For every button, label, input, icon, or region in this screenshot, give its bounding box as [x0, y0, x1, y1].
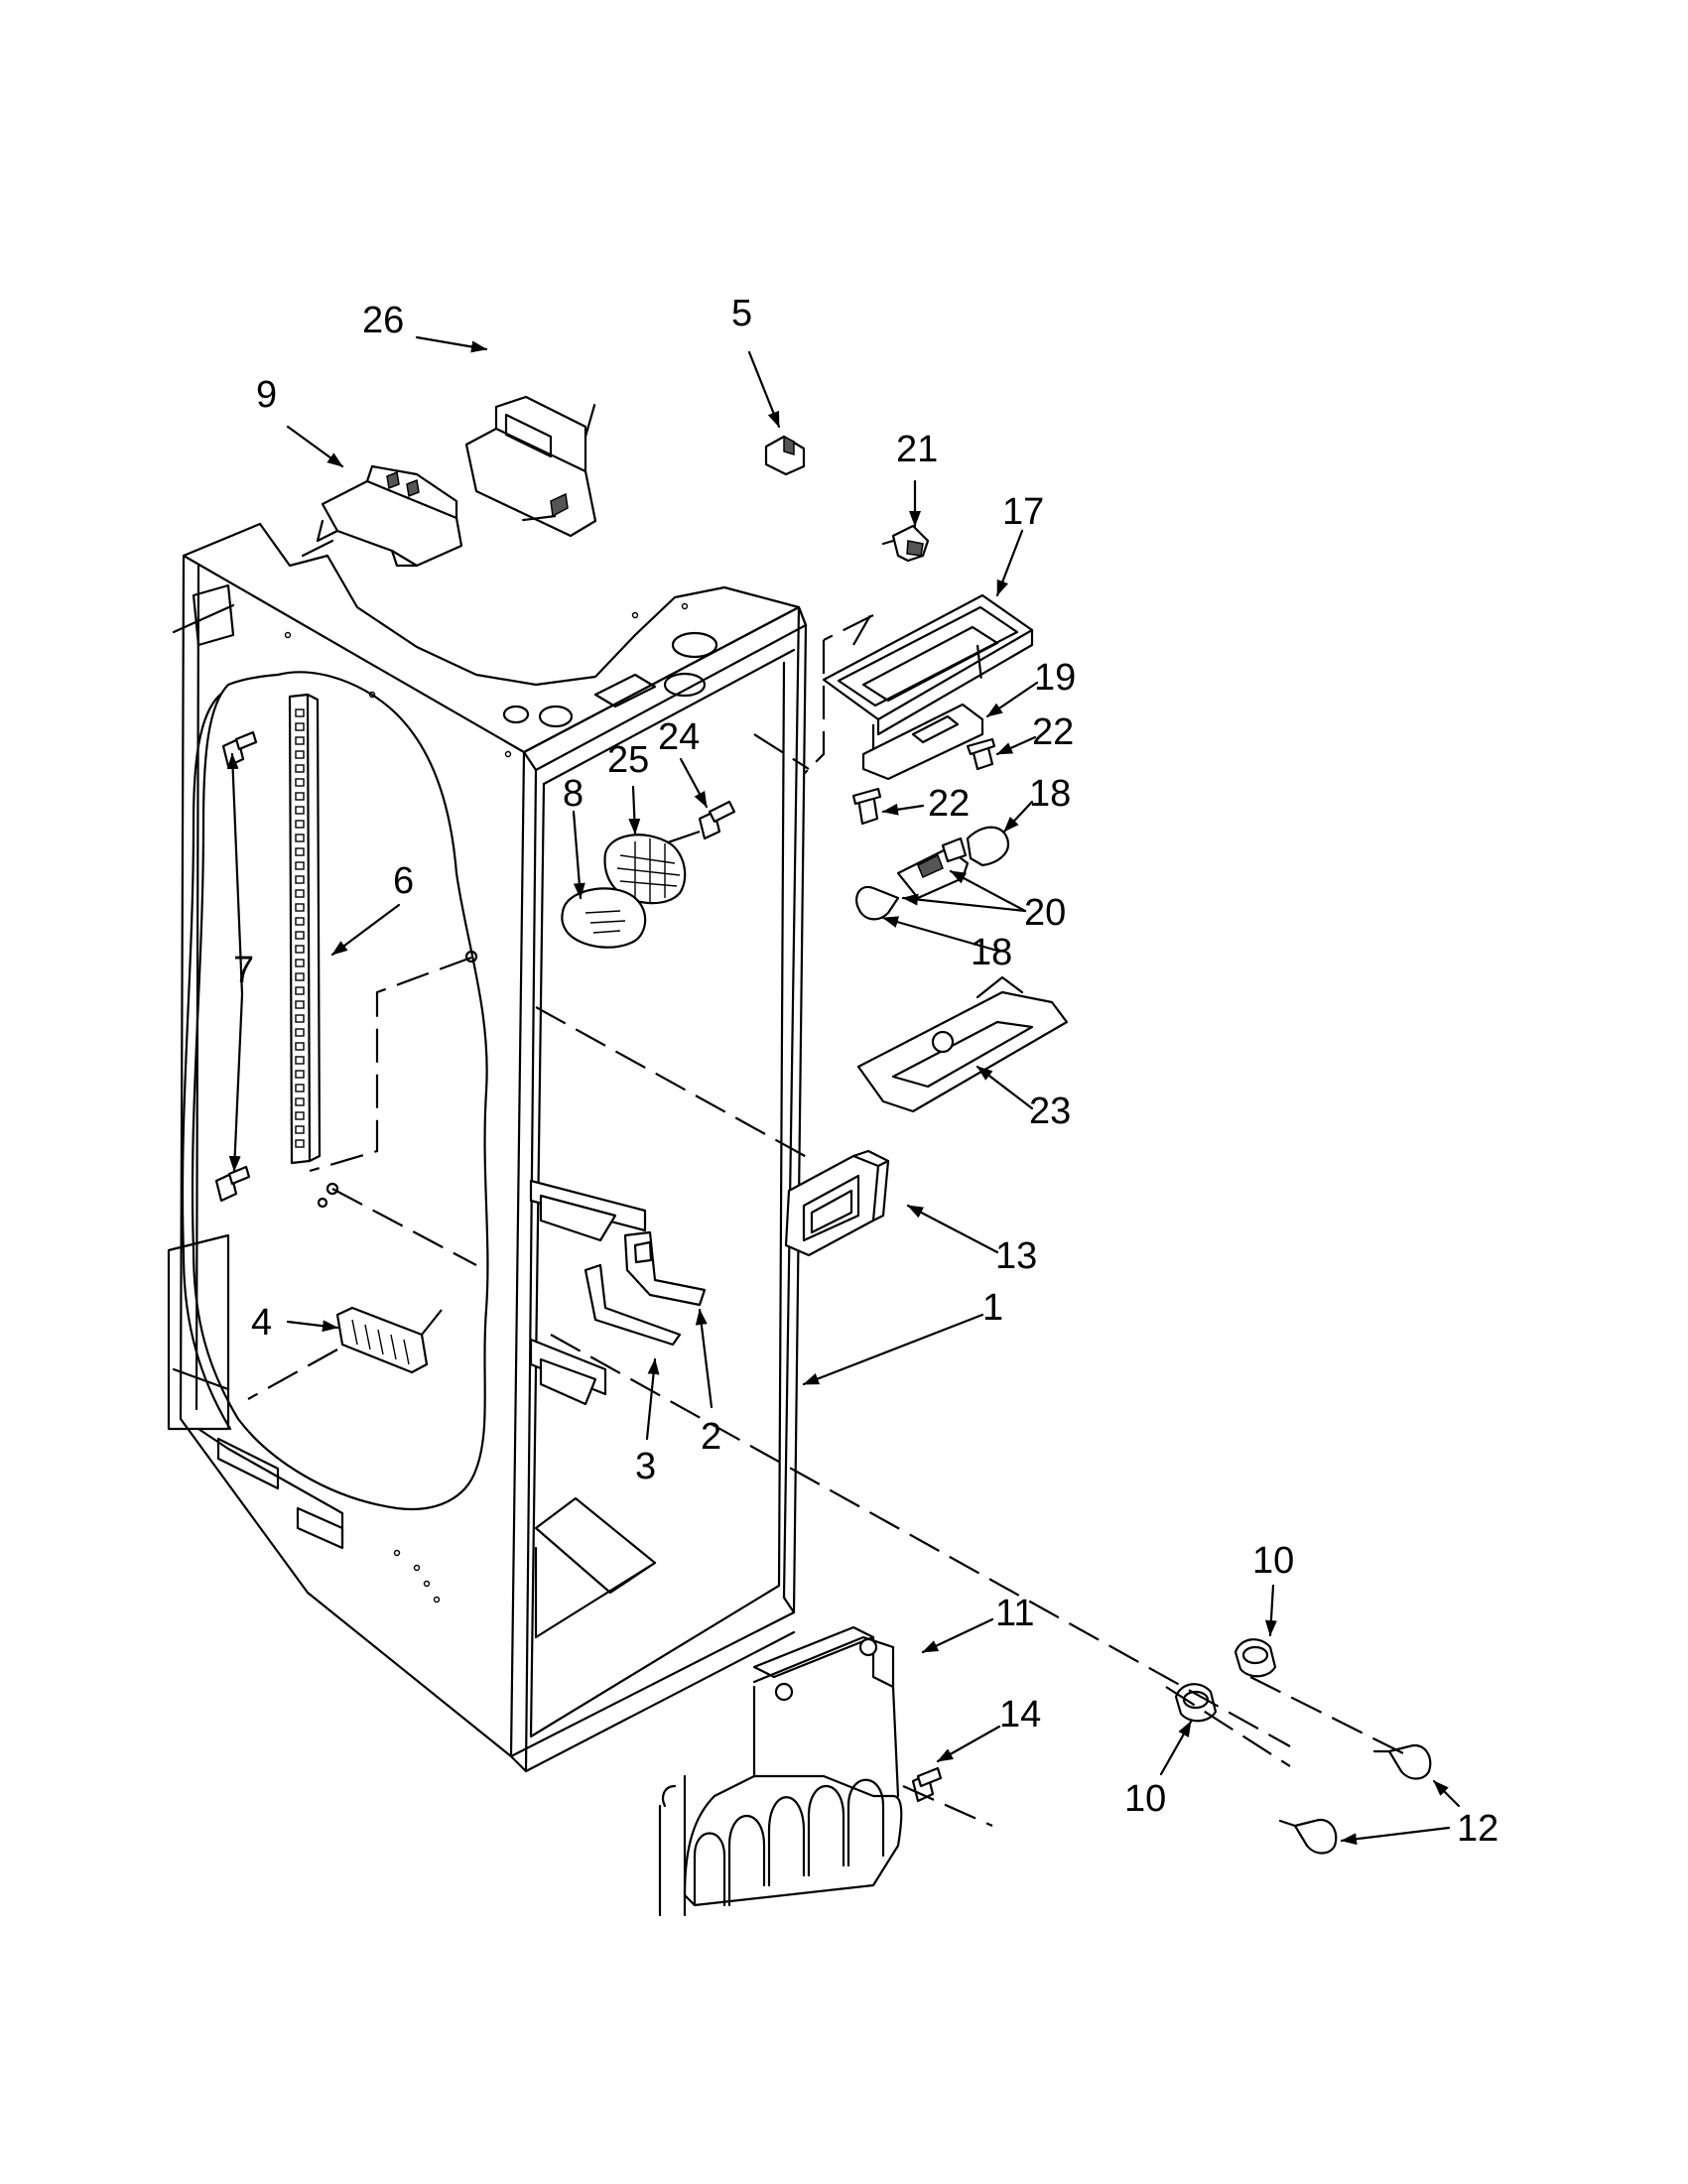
part-22-screw-a [966, 737, 996, 771]
rail-slot [295, 945, 305, 954]
part-20-light-socket [896, 836, 970, 900]
rail-slot [295, 986, 305, 995]
part-3-strip [584, 1263, 682, 1347]
callout-7: 7 [233, 950, 254, 991]
part-7-screw-top [221, 730, 258, 768]
rail-slot [295, 820, 305, 829]
rail-slot [295, 931, 305, 940]
callout-12: 12 [1457, 1808, 1498, 1850]
callout-25: 25 [607, 739, 649, 781]
rail-slot [295, 1084, 305, 1092]
rail-slot [295, 806, 305, 815]
callout-26: 26 [362, 300, 404, 341]
callout-10-lower: 10 [1124, 1778, 1166, 1820]
part-5-clip [764, 435, 806, 476]
rail-slot [295, 889, 305, 898]
rail-slot [295, 764, 305, 773]
callout-8: 8 [563, 773, 584, 815]
rail-slot [295, 903, 305, 912]
rail-slot [295, 1070, 305, 1079]
callout-9: 9 [256, 374, 277, 416]
part-25-vent-cover [603, 834, 687, 905]
rail-slot [295, 959, 305, 967]
callout-2: 2 [701, 1416, 721, 1458]
part-11-evaporator [658, 1625, 903, 1917]
part-13-air-duct [784, 1149, 890, 1257]
callout-5: 5 [731, 293, 752, 334]
callout-labels: 26 9 5 21 17 19 22 22 18 20 18 25 24 8 6… [233, 293, 1498, 1850]
part-10-grommet-a [1234, 1638, 1277, 1678]
leader-arrows [226, 335, 1461, 1846]
rail-slot [295, 1000, 305, 1009]
cabinet-liner [167, 522, 808, 1773]
rail-slot [295, 792, 305, 801]
part-19-lens [861, 703, 984, 781]
part-8-control-plate [561, 887, 647, 949]
callout-14: 14 [999, 1694, 1041, 1735]
rail-slot [295, 1125, 305, 1134]
rail-slot [295, 722, 305, 731]
rail-slot [295, 1111, 305, 1120]
part-26-bracket [464, 395, 597, 538]
part-18-bulb-a [966, 826, 1010, 867]
callout-22-upper: 22 [1032, 711, 1074, 753]
rail-slot [295, 1056, 305, 1065]
part-12-pin-b [1278, 1818, 1338, 1855]
callout-11: 11 [995, 1593, 1034, 1634]
part-18-bulb-b [855, 885, 900, 921]
part-7-screw-bottom [214, 1165, 251, 1203]
callout-18-lower: 18 [971, 932, 1012, 973]
callout-17: 17 [1002, 491, 1044, 533]
part-9-control-housing [301, 464, 463, 568]
part-14-screw [911, 1766, 943, 1803]
callout-13: 13 [995, 1235, 1037, 1277]
rail-slot [295, 875, 305, 884]
part-21-wire-harness [881, 524, 930, 563]
callout-20: 20 [1024, 892, 1066, 934]
callout-10-upper: 10 [1252, 1540, 1294, 1582]
rail-slot [295, 1014, 305, 1023]
rail-slot [295, 972, 305, 981]
part-12-pin-a [1372, 1743, 1432, 1780]
callout-19: 19 [1034, 657, 1076, 699]
callout-22-lower: 22 [928, 783, 970, 825]
rail-slot [295, 917, 305, 926]
part-23-light-shield [856, 975, 1069, 1113]
shelf-rail [288, 693, 322, 1165]
rail-slot [295, 847, 305, 856]
callout-3: 3 [635, 1446, 656, 1487]
callout-4: 4 [251, 1302, 272, 1344]
part-24-screw [664, 800, 736, 845]
callout-21: 21 [896, 429, 938, 470]
part-22-screw-b [851, 787, 882, 826]
rail-slot [295, 1139, 305, 1148]
callout-18-upper: 18 [1029, 773, 1071, 815]
assembly-lines [309, 609, 1410, 1828]
rail-slot [295, 1028, 305, 1037]
part-2-strip [623, 1230, 707, 1307]
rail-slot [295, 834, 305, 842]
part-17-light-housing [803, 593, 1034, 775]
callout-1: 1 [982, 1287, 1003, 1329]
callout-6: 6 [393, 860, 414, 902]
rail-slot [295, 750, 305, 759]
rail-slot [295, 861, 305, 870]
rail-slot [295, 708, 305, 717]
rail-slot [295, 778, 305, 787]
part-4-vent-grille [247, 1306, 443, 1400]
callout-24: 24 [658, 716, 700, 758]
callout-23: 23 [1029, 1091, 1071, 1132]
rail-slot [295, 736, 305, 745]
rail-slot [295, 1042, 305, 1051]
rail-slot [295, 1097, 305, 1106]
